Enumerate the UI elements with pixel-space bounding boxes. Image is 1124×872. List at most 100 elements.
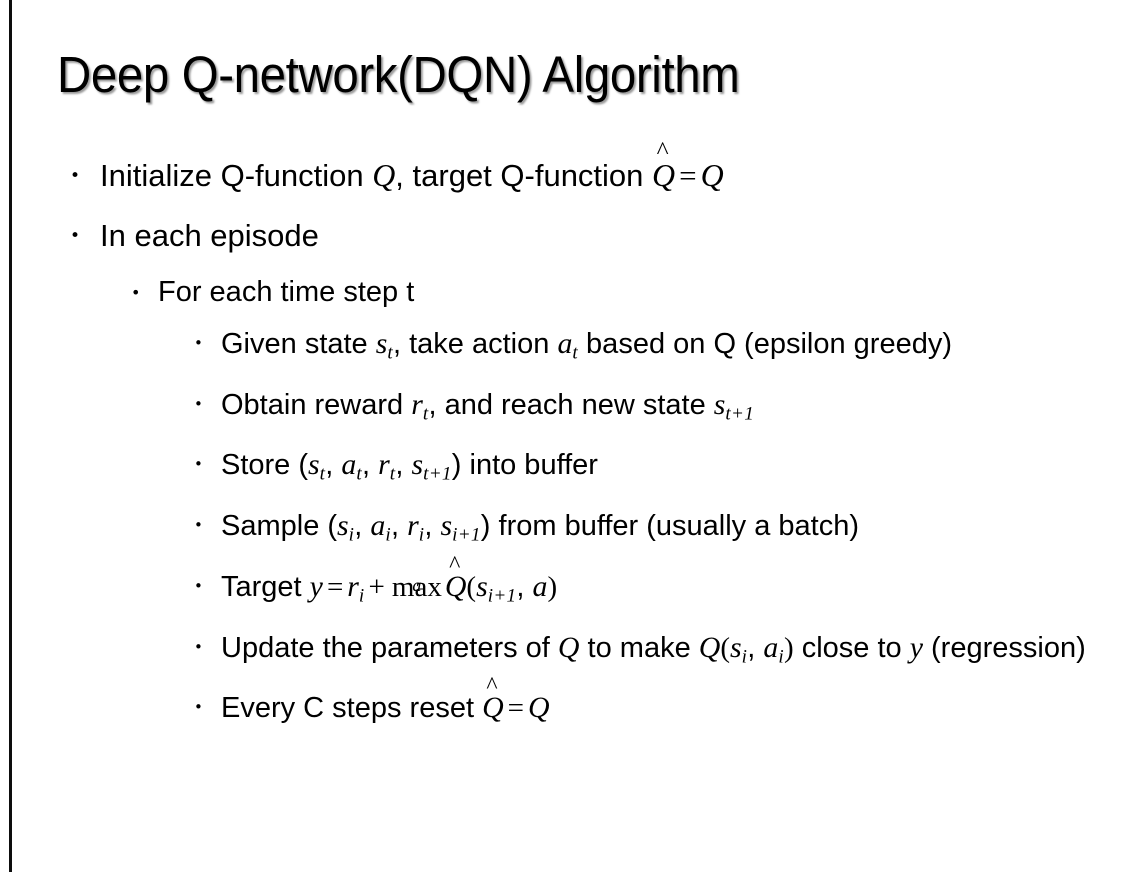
text-fragment: close to xyxy=(793,631,910,664)
text-fragment: , xyxy=(325,449,342,482)
math-var-r: r xyxy=(347,569,359,603)
bullet-text: Given state st, take action at based on … xyxy=(221,318,1100,379)
math-subscript: i xyxy=(778,646,784,668)
math-var-q: Q xyxy=(700,158,724,193)
math-subscript: t xyxy=(572,342,578,364)
bullet-text: Sample (si, ai, ri, si+1) from buffer (u… xyxy=(221,500,1100,561)
bullet-text: For each time step t xyxy=(158,276,415,308)
text-fragment: , xyxy=(516,570,533,603)
bullet-obtain-reward: • Obtain reward rt, and reach new state … xyxy=(0,379,1124,440)
math-var-q-hat: ^Q xyxy=(652,136,676,193)
math-paren-close: ) xyxy=(547,570,558,603)
text-fragment: , target Q-function xyxy=(395,158,653,193)
text-fragment: , and reach new state xyxy=(428,388,714,421)
math-var-r: r xyxy=(411,387,423,421)
math-plus: + xyxy=(368,570,385,603)
bullet-text: Initialize Q-function Q, target Q-functi… xyxy=(100,136,1124,206)
bullet-marker: • xyxy=(194,334,203,352)
text-fragment: , xyxy=(361,449,379,482)
bullet-text: Store (st, at, rt, st+1) into buffer xyxy=(221,439,1100,500)
math-var-q: Q xyxy=(557,630,580,664)
bullet-given-state-take-action: • Given state st, take action at based o… xyxy=(0,318,1124,379)
text-fragment: ) into buffer xyxy=(451,449,598,482)
bullet-in-each-episode: • In each episode xyxy=(0,206,1124,266)
text-fragment: Obtain reward xyxy=(221,388,412,421)
bullet-marker: • xyxy=(131,283,141,302)
math-paren-open: ( xyxy=(720,631,731,664)
math-subscript: i xyxy=(348,524,355,546)
math-var-y: y xyxy=(909,630,923,664)
bullet-marker: • xyxy=(194,698,203,717)
bullet-store-into-buffer: • Store (st, at, rt, st+1) into buffer xyxy=(0,439,1124,500)
math-var-y: y xyxy=(309,569,323,603)
math-var-s: s xyxy=(476,569,488,603)
text-fragment: , take action xyxy=(393,328,558,360)
bullet-every-c-steps-reset: • Every C steps reset ^Q=Q xyxy=(0,673,1124,734)
text-fragment: based on Q (epsilon greedy) xyxy=(578,328,952,360)
math-subscript: t xyxy=(422,403,429,425)
bullet-text: Every C steps reset ^Q=Q xyxy=(221,673,1100,734)
bullet-marker: • xyxy=(194,516,203,535)
math-var-s: s xyxy=(337,509,349,543)
math-subscript: i xyxy=(741,646,748,668)
math-subscript: i xyxy=(418,524,425,546)
math-subscript: t+1 xyxy=(725,403,755,425)
text-fragment: Initialize Q-function xyxy=(100,158,373,193)
text-fragment: ) from buffer (usually a batch) xyxy=(480,510,860,543)
math-var-s: s xyxy=(308,448,320,482)
bullet-update-parameters: • Update the parameters of Q to make Q(s… xyxy=(0,622,1124,683)
math-equals: = xyxy=(507,692,525,725)
max-label: max xyxy=(391,570,442,603)
math-var-r: r xyxy=(378,448,390,482)
max-limit-variable: a xyxy=(412,574,422,595)
text-fragment: , xyxy=(747,631,764,664)
math-subscript: i+1 xyxy=(452,524,481,546)
bullet-text: Update the parameters of Q to make Q(si,… xyxy=(221,622,1100,683)
math-var-q-hat: ^Q xyxy=(444,551,467,603)
bullet-initialize-q-function: • Initialize Q-function Q, target Q-func… xyxy=(0,136,1124,206)
math-var-s: s xyxy=(440,509,453,543)
text-fragment: , xyxy=(395,449,412,482)
math-var-q-hat: ^Q xyxy=(482,673,504,725)
math-var-q: Q xyxy=(372,158,396,193)
bullet-marker: • xyxy=(70,166,81,186)
text-fragment: , xyxy=(390,510,408,543)
math-var-a: a xyxy=(557,327,573,360)
math-var-q: Q xyxy=(528,691,550,725)
math-subscript: t xyxy=(319,464,326,486)
math-subscript: t xyxy=(389,464,396,486)
math-subscript: t+1 xyxy=(423,464,452,486)
math-var-s: s xyxy=(730,630,742,664)
bullet-marker: • xyxy=(194,637,203,656)
math-var-q: Q xyxy=(698,630,721,664)
math-var-r: r xyxy=(407,509,419,543)
text-fragment: Given state xyxy=(221,328,376,360)
bullet-marker: • xyxy=(70,226,81,246)
bullet-marker: • xyxy=(194,576,203,595)
math-var-a: a xyxy=(370,509,386,543)
text-fragment: to make xyxy=(579,631,699,664)
text-fragment: Update the parameters of xyxy=(221,631,558,664)
math-var-s: s xyxy=(375,327,388,360)
bullet-marker: • xyxy=(194,455,203,474)
text-fragment: Store ( xyxy=(221,449,309,482)
text-fragment: Target xyxy=(221,570,310,603)
math-var-s: s xyxy=(411,448,424,482)
math-subscript: i xyxy=(385,524,391,546)
math-var-s: s xyxy=(713,387,726,421)
bullet-list: • Initialize Q-function Q, target Q-func… xyxy=(0,136,1124,734)
bullet-sample-from-buffer: • Sample (si, ai, ri, si+1) from buffer … xyxy=(0,500,1124,561)
math-equals: = xyxy=(326,570,344,603)
bullet-marker: • xyxy=(194,394,203,413)
bullet-for-each-time-step: • For each time step t xyxy=(0,266,1124,318)
text-fragment: , xyxy=(354,510,371,543)
math-paren-open: ( xyxy=(466,570,477,603)
math-equals: = xyxy=(679,158,697,193)
math-subscript: t xyxy=(356,464,362,486)
math-subscript: t xyxy=(387,342,393,364)
page-title: Deep Q-network(DQN) Algorithm xyxy=(57,46,740,103)
